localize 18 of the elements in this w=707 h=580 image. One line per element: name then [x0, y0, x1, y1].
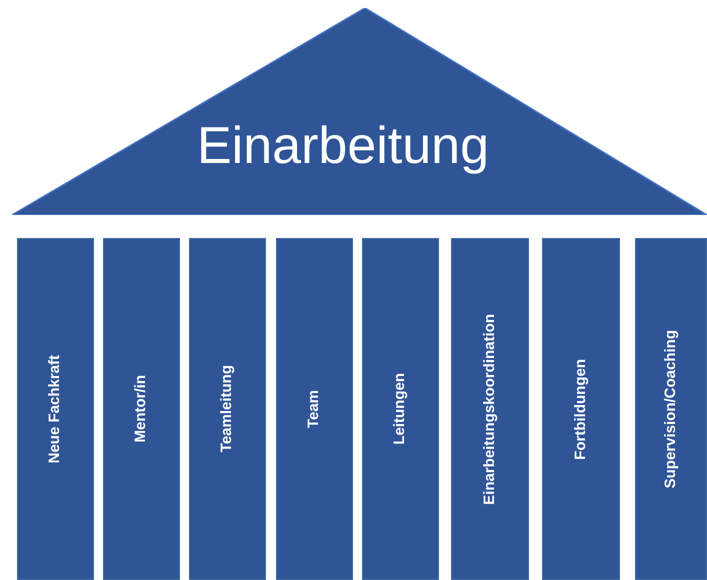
pillar-label: Supervision/Coaching [660, 330, 680, 488]
pillar-label: Team [304, 390, 324, 428]
pillar [276, 238, 353, 580]
pillar [362, 238, 439, 580]
pillar-label: Leitungen [390, 373, 410, 445]
pillar-label: Neue Fachkraft [45, 354, 64, 464]
pillar-label: Mentor/in [131, 375, 150, 443]
roof-title: Einarbeitung [197, 120, 489, 172]
pillar [17, 238, 94, 580]
pillar [542, 238, 620, 580]
pillar-label: Fortbildungen [570, 358, 590, 460]
pillar [189, 238, 266, 580]
pillar [635, 238, 707, 580]
roof-triangle [12, 8, 707, 215]
pillar-label: Einarbeitungskoordination [480, 314, 499, 504]
pillar [103, 238, 180, 580]
pillar [451, 238, 529, 580]
pillar-label: Teamleitung [217, 365, 236, 453]
